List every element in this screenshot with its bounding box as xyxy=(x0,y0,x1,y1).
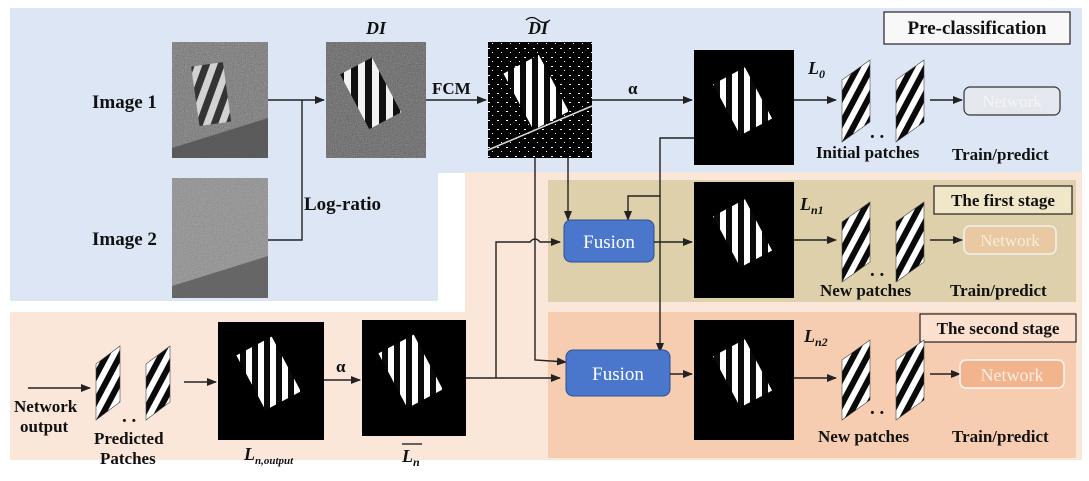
ditilde-label: DI xyxy=(527,18,549,38)
network-button-0-label: Network xyxy=(982,92,1042,111)
l0-thumbnail xyxy=(694,50,794,165)
alpha-bottom-label: α xyxy=(336,357,346,376)
network-output-label-2: output xyxy=(20,417,69,436)
fcm-label: FCM xyxy=(432,79,471,98)
initial-patches-dots: . . xyxy=(870,122,884,143)
new-patches-1-dots: . . xyxy=(870,260,884,281)
ditilde-to-fusion2-line xyxy=(534,158,567,366)
network-output-label-1: Network xyxy=(14,397,78,416)
ln-bar-label: Ln xyxy=(401,446,420,469)
train-predict-1: Train/predict xyxy=(950,281,1047,300)
initial-patches-label: Initial patches xyxy=(816,143,920,162)
di-thumbnail xyxy=(326,42,426,158)
ln1-thumbnail xyxy=(694,182,794,298)
ditilde-thumbnail xyxy=(487,42,593,158)
second-stage-title: The second stage xyxy=(937,319,1060,338)
new-patches-2 xyxy=(841,339,925,421)
fusion-1-label: Fusion xyxy=(583,232,635,253)
fusion-2-box[interactable] xyxy=(565,349,671,397)
image1-label: Image 1 xyxy=(92,92,157,113)
network-button-0[interactable] xyxy=(963,86,1061,116)
network-button-1-label: Network xyxy=(980,231,1040,250)
new-patches-2-label: New patches xyxy=(818,427,910,446)
second-stage-title-box xyxy=(919,313,1077,343)
ln2-thumbnail xyxy=(694,320,794,440)
di-label: DI xyxy=(365,18,387,38)
first-stage-title-box xyxy=(933,185,1073,215)
fusion-1-box[interactable] xyxy=(563,219,655,263)
image1-thumbnail xyxy=(172,42,268,158)
ln-output-thumbnail xyxy=(218,322,324,440)
predicted-patches xyxy=(95,345,171,421)
pre-classification-title-box xyxy=(883,11,1071,45)
ln-bar-thumbnail xyxy=(362,320,466,436)
network-button-1[interactable] xyxy=(963,225,1057,255)
log-ratio-label: Log-ratio xyxy=(304,194,381,215)
initial-patches xyxy=(841,59,925,143)
first-stage-title: The first stage xyxy=(951,191,1055,210)
image2-to-logratio-line xyxy=(268,100,303,241)
alpha-top-label: α xyxy=(628,79,638,98)
train-predict-2: Train/predict xyxy=(952,427,1049,446)
new-patches-1 xyxy=(841,201,925,283)
l0-label: L0 xyxy=(807,58,825,81)
ln-output-label: Ln,output xyxy=(243,444,294,467)
fusion-2-label: Fusion xyxy=(592,364,644,385)
network-button-2-label: Network xyxy=(981,365,1044,385)
lnbar-to-fusion1-arrow xyxy=(495,238,561,378)
ditilde-tilde-mark xyxy=(525,16,551,24)
pre-classification-title: Pre-classification xyxy=(908,18,1047,39)
train-predict-0: Train/predict xyxy=(952,145,1049,164)
network-button-2[interactable] xyxy=(959,359,1065,389)
predicted-patches-label-1: Predicted xyxy=(94,429,164,448)
image2-thumbnail xyxy=(172,178,268,298)
image2-label: Image 2 xyxy=(92,229,157,250)
predicted-patches-dots: . . xyxy=(122,406,136,427)
ln1-label: Ln1 xyxy=(799,194,824,217)
predicted-patches-label-2: Patches xyxy=(100,449,156,468)
new-patches-1-label: New patches xyxy=(820,281,912,300)
new-patches-2-dots: . . xyxy=(870,398,884,419)
ln2-label: Ln2 xyxy=(803,326,828,349)
